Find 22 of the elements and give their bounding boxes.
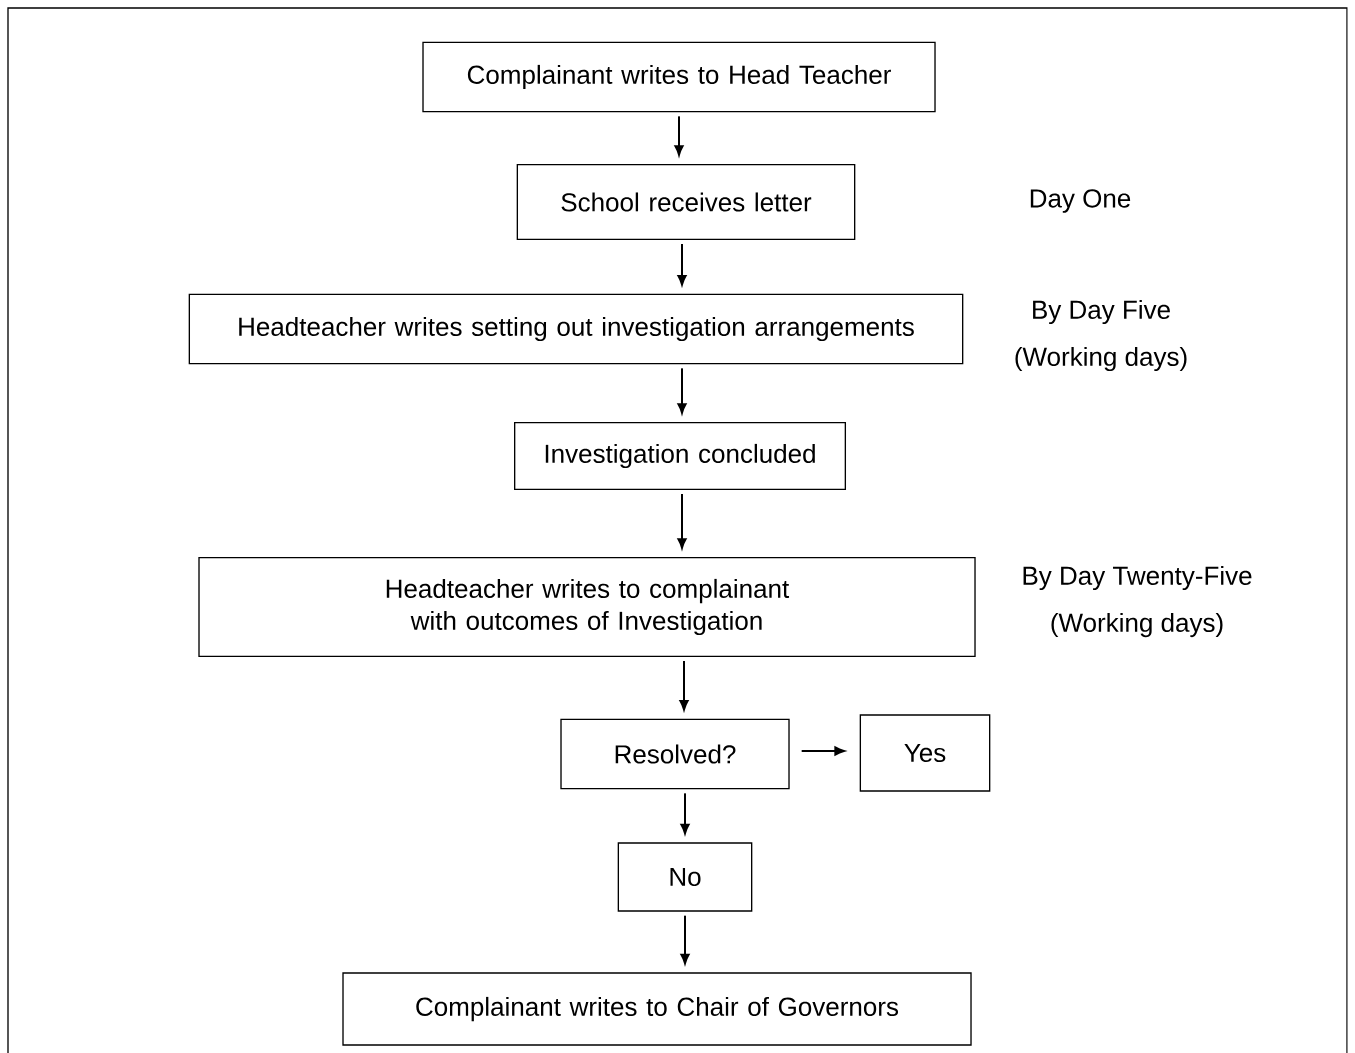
arrow <box>674 115 684 156</box>
time-note: By Day Twenty-Five <box>1023 565 1252 591</box>
process-box: Complainant writes to Chair of Governors <box>342 972 972 1046</box>
time-note: By Day Five <box>1033 299 1170 325</box>
process-box: Complainant writes to Head Teacher <box>422 41 936 113</box>
process-box: School receives letter <box>516 164 856 240</box>
process-box: Headteacher writes to complainant with outcomes of Investigation <box>198 557 976 657</box>
process-box: Headteacher writes setting out investigation arrangements <box>188 293 964 365</box>
time-note: (Working days) <box>1015 346 1187 372</box>
process-box: No <box>617 842 753 912</box>
arrow <box>679 660 689 711</box>
arrow <box>680 792 690 835</box>
time-note: (Working days) <box>1051 612 1223 638</box>
arrow <box>677 493 687 549</box>
arrow <box>800 746 845 756</box>
arrow <box>677 367 687 414</box>
arrow <box>680 914 690 965</box>
process-box: Investigation concluded <box>514 422 846 490</box>
time-note: Day One <box>1030 189 1131 213</box>
process-box: Yes <box>859 714 991 792</box>
process-box: Resolved? <box>560 718 790 790</box>
arrow <box>677 243 687 286</box>
